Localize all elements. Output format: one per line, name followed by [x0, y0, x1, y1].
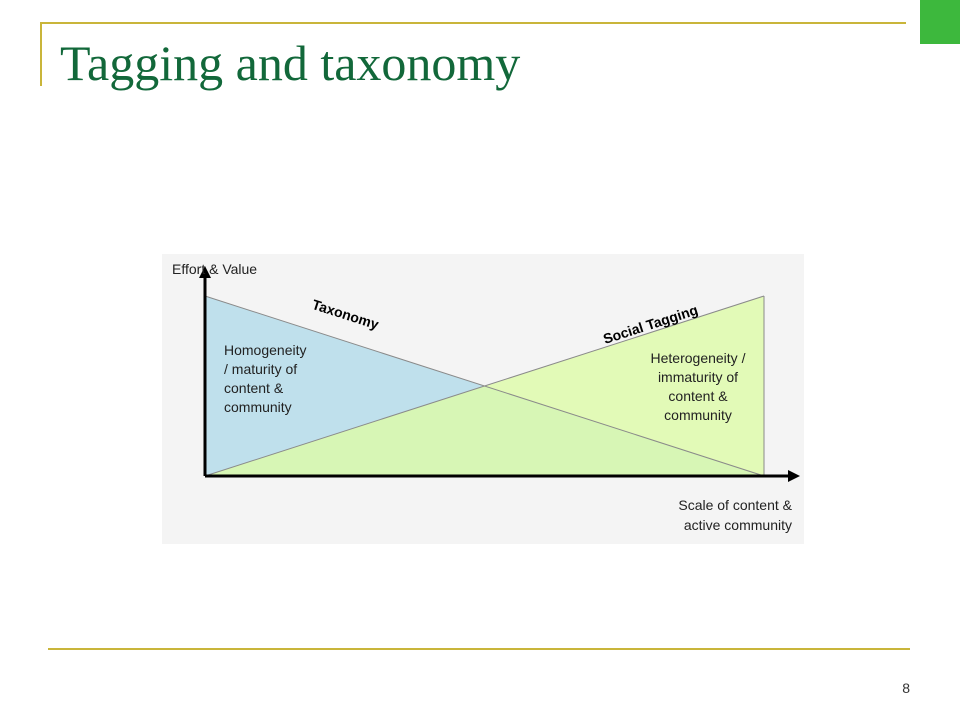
- x-axis-label-line-2: active community: [684, 517, 792, 533]
- left-rule: [40, 22, 42, 86]
- social-tagging-description-line-1: Heterogeneity /: [651, 350, 746, 366]
- bottom-rule: [48, 648, 910, 650]
- taxonomy-description-line-2: / maturity of: [224, 361, 297, 377]
- taxonomy-description-line-1: Homogeneity: [224, 342, 307, 358]
- y-axis-label: Effort & Value: [172, 261, 257, 277]
- corner-square: [920, 0, 960, 44]
- page-number: 8: [902, 680, 910, 696]
- social-tagging-description-line-4: community: [664, 407, 732, 423]
- slide-title: Tagging and taxonomy: [60, 35, 521, 91]
- x-axis-arrow-icon: [788, 470, 800, 482]
- diagram: Effort & Value Scale of content & active…: [162, 254, 804, 544]
- taxonomy-description-line-3: content &: [224, 380, 284, 396]
- top-rule: [40, 22, 906, 24]
- diagram-canvas: Effort & Value Scale of content & active…: [162, 254, 804, 544]
- social-tagging-edge: [204, 295, 765, 477]
- taxonomy-description-line-4: community: [224, 399, 292, 415]
- x-axis-label-line-1: Scale of content &: [678, 497, 792, 513]
- social-tagging-description-line-2: immaturity of: [658, 369, 738, 385]
- social-tagging-description-line-3: content &: [668, 388, 728, 404]
- y-axis-arrow-icon: [199, 266, 211, 278]
